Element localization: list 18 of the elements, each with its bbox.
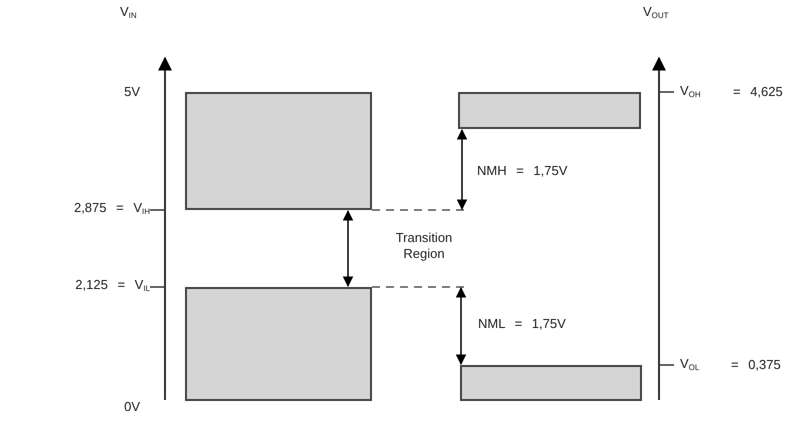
double-arrow bbox=[342, 210, 354, 288]
axis-label: 0V bbox=[124, 399, 140, 414]
axis-label: = 0,375 bbox=[731, 357, 781, 372]
axis-label: V$_{OH}$ bbox=[680, 83, 701, 98]
axis-label: = 4,625 bbox=[733, 84, 783, 99]
axis-label: 2,125 = V$_{IL}$ bbox=[75, 277, 150, 292]
level-bar bbox=[185, 92, 372, 210]
level-bar bbox=[185, 287, 372, 401]
level-bar bbox=[460, 365, 642, 401]
axis-label: 5V bbox=[124, 84, 140, 99]
axis-label: 2,875 = V$_{IH}$ bbox=[74, 200, 150, 215]
level-bar bbox=[458, 92, 641, 129]
axis-label: V$_{OL}$ bbox=[680, 356, 700, 371]
axis-label: V$_{IN}$ bbox=[120, 4, 137, 19]
axis-label: Transition Region bbox=[396, 230, 454, 262]
axis-label: NMH = 1,75V bbox=[477, 163, 568, 178]
axis-label: NML = 1,75V bbox=[478, 316, 566, 331]
axis-label: V$_{OUT}$ bbox=[643, 4, 669, 19]
